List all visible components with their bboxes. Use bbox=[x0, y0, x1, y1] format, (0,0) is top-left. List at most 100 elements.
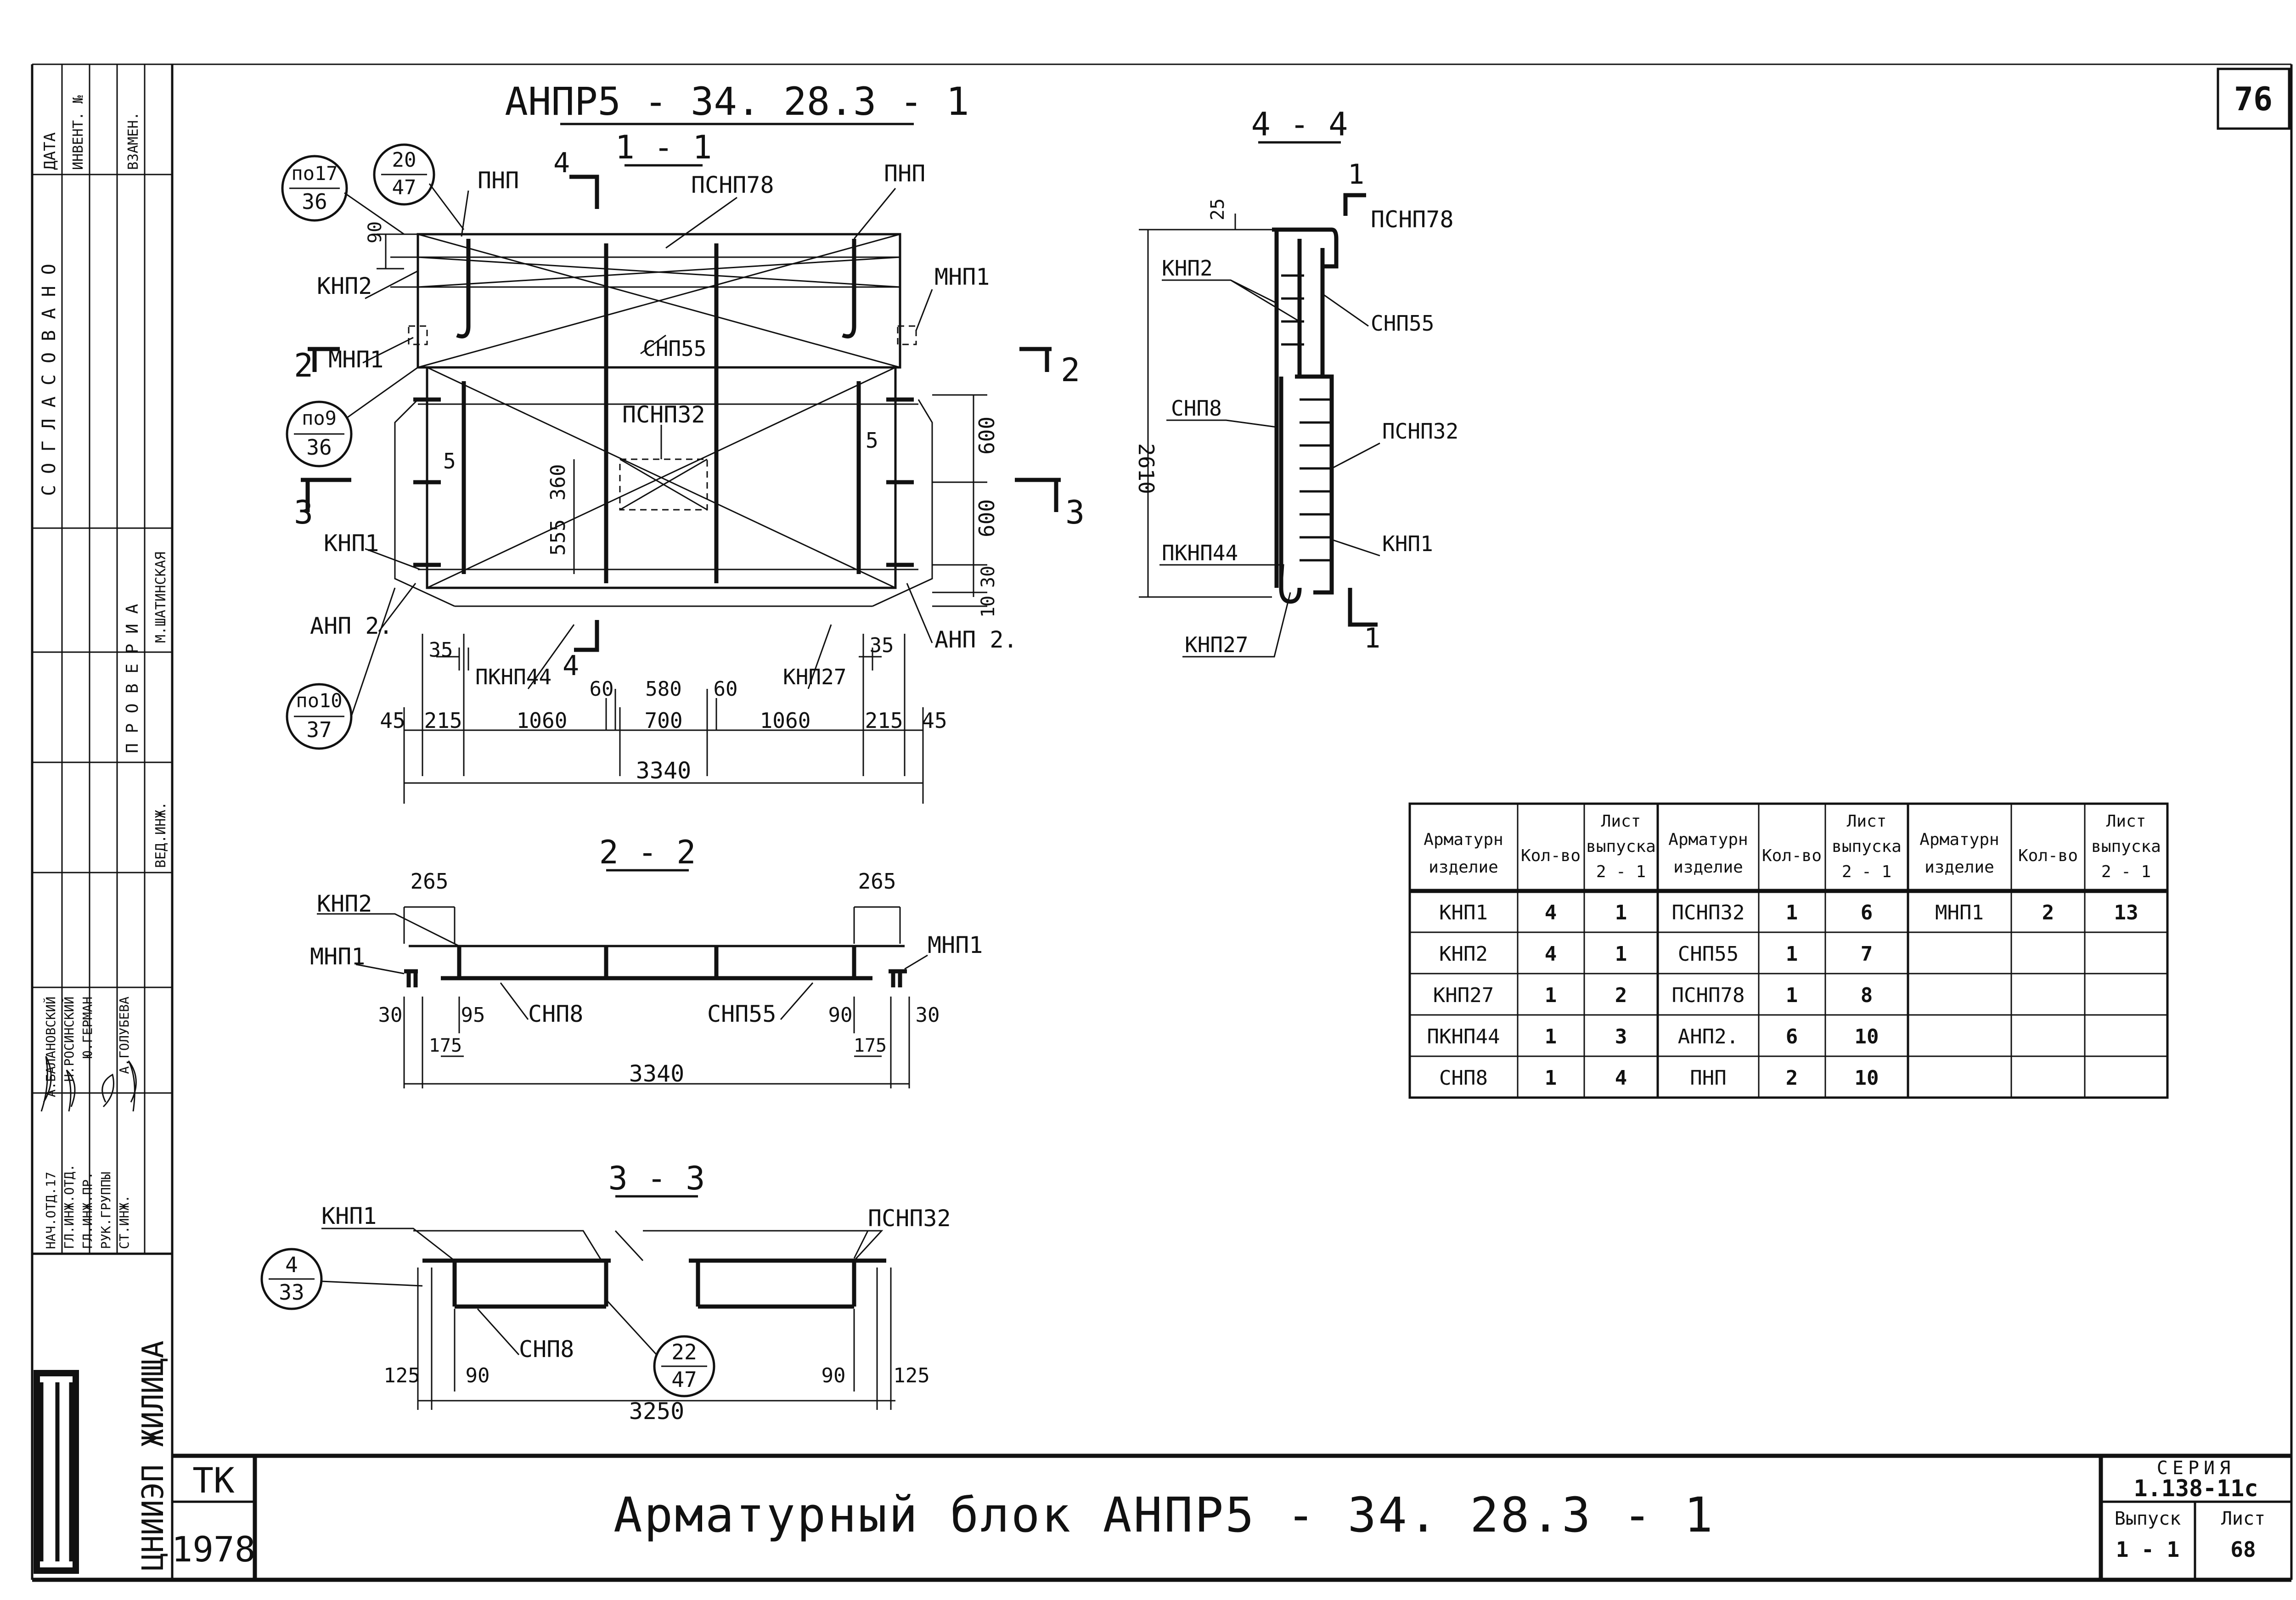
dim-265-right: 265 bbox=[858, 869, 896, 894]
svg-text:36: 36 bbox=[302, 189, 327, 214]
bubble-po17-36: по17 36 bbox=[281, 155, 405, 235]
view-4-4: 4 - 4 1 ПСНП78 1 2610 25 КНП2 СНП55 СНП8… bbox=[1134, 106, 1458, 658]
table-cell: КНП2 bbox=[1439, 942, 1488, 966]
dim-175-right-22: 175 bbox=[854, 1035, 887, 1056]
sheet-frame bbox=[31, 63, 2293, 1582]
table-cell: 10 bbox=[1855, 1066, 1879, 1090]
svg-text:47: 47 bbox=[392, 176, 416, 199]
date-label: ДАТА bbox=[41, 132, 59, 170]
bubble-20-47: 20 47 bbox=[373, 143, 465, 230]
label-snp8-22: СНП8 bbox=[528, 1001, 583, 1027]
label-pknp44: ПКНП44 bbox=[475, 665, 551, 689]
label-knp2-44: КНП2 bbox=[1162, 256, 1213, 281]
vypusk-label: Выпуск bbox=[2115, 1508, 2181, 1529]
label-psnp78: ПСНП78 bbox=[691, 172, 774, 198]
label-anp2-left: АНП 2. bbox=[310, 613, 393, 639]
table-cell: 1 bbox=[1545, 984, 1557, 1007]
table-cell: АНП2. bbox=[1678, 1025, 1739, 1048]
table-cell: 7 bbox=[1861, 942, 1873, 966]
seria-label: СЕРИЯ bbox=[2157, 1458, 2235, 1479]
svg-text:выпуска: выпуска bbox=[1586, 837, 1656, 856]
table-cell: 10 bbox=[1855, 1025, 1879, 1048]
svg-text:по10: по10 bbox=[296, 689, 342, 712]
section-4-4-title: 4 - 4 bbox=[1251, 106, 1348, 143]
svg-text:4: 4 bbox=[285, 1252, 298, 1277]
dim-left-90: 90 bbox=[365, 221, 386, 243]
svg-text:выпуска: выпуска bbox=[2091, 837, 2161, 856]
sheet-number-box: 76 bbox=[2217, 68, 2290, 130]
label-psnp32-44: ПСНП32 bbox=[1382, 419, 1458, 444]
bubble-22-47: 22 47 bbox=[605, 1299, 715, 1397]
label-snp8-33: СНП8 bbox=[519, 1336, 574, 1363]
table-cell: 4 bbox=[1615, 1066, 1627, 1090]
dim-1060-left: 1060 bbox=[517, 708, 568, 733]
label-knp27-44: КНП27 bbox=[1185, 632, 1248, 657]
view-1-1: АНПР5 - 34. 28.3 - 1 1 - 1 ПНП ПНП ПСНП7… bbox=[281, 79, 1085, 804]
dim-360: 360 bbox=[546, 464, 570, 501]
label-pnp-left: ПНП bbox=[478, 167, 519, 194]
table-cell: ПКНП44 bbox=[1427, 1025, 1500, 1048]
dim-215-left: 215 bbox=[424, 708, 462, 733]
table-cell: 1 bbox=[1615, 942, 1627, 966]
dim-25: 25 bbox=[1207, 198, 1228, 220]
soglasovano-label: С О Г Л А С О В А Н О bbox=[39, 264, 60, 496]
svg-text:Лист: Лист bbox=[2106, 812, 2146, 831]
name-2: Н.РОСИНСКИЙ bbox=[61, 997, 77, 1082]
dim-30-left-22: 30 bbox=[378, 1003, 403, 1027]
dim-3340-22: 3340 bbox=[629, 1060, 684, 1087]
table-cell: 1 bbox=[1545, 1025, 1557, 1048]
view-3-3: 3 - 3 КНП1 ПСНП32 СНП8 4 33 22 47 125 90… bbox=[260, 1160, 951, 1425]
svg-text:Кол-во: Кол-во bbox=[2018, 846, 2078, 865]
role-4: РУК.ГРУППЫ bbox=[98, 1172, 113, 1249]
dim-60-right: 60 bbox=[714, 677, 738, 701]
cut-4-bottom: 4 bbox=[563, 650, 579, 682]
bubble-4-33: 4 33 bbox=[260, 1248, 423, 1310]
section-2-2-title: 2 - 2 bbox=[599, 834, 696, 871]
shatinskaya-label: М.ШАТИНСКАЯ bbox=[153, 552, 169, 643]
dim-95-22: 95 bbox=[461, 1003, 485, 1027]
dim-580: 580 bbox=[645, 677, 681, 701]
table-cell: 1 bbox=[1786, 901, 1798, 924]
table-cell: ПСНП78 bbox=[1672, 984, 1745, 1007]
dim-35-left: 35 bbox=[429, 638, 453, 662]
main-title: Арматурный блок АНПР5 - 34. 28.3 - 1 bbox=[613, 1487, 1715, 1543]
dim-right-600a: 600 bbox=[974, 417, 999, 455]
dim-30-right-22: 30 bbox=[916, 1003, 940, 1027]
table-cell: СНП55 bbox=[1678, 942, 1739, 966]
label-snp8-44: СНП8 bbox=[1171, 396, 1222, 421]
dim-45-left: 45 bbox=[380, 708, 405, 733]
table-cell: 6 bbox=[1861, 901, 1873, 924]
dim-1060-right: 1060 bbox=[760, 708, 811, 733]
table-cell: КНП1 bbox=[1439, 901, 1488, 924]
svg-text:Арматурн: Арматурн bbox=[1668, 830, 1748, 849]
org-name: ЦНИИЭП ЖИЛИЩА bbox=[136, 1341, 170, 1571]
svg-text:изделие: изделие bbox=[1925, 858, 1994, 877]
svg-text:2 - 1: 2 - 1 bbox=[1842, 862, 1891, 881]
cut-2-left: 2 bbox=[294, 347, 313, 384]
dim-175-left-22: 175 bbox=[429, 1035, 462, 1056]
proveria-label: П Р О В Е Р И А bbox=[123, 604, 142, 753]
label-mnp1-right: МНП1 bbox=[934, 264, 990, 290]
svg-text:36: 36 bbox=[306, 435, 332, 460]
label-snp55-44: СНП55 bbox=[1371, 311, 1434, 336]
cut-3-left: 3 bbox=[294, 494, 313, 531]
table-cell: 4 bbox=[1545, 942, 1557, 966]
bubble-po10-37: по10 37 bbox=[286, 587, 396, 750]
dim-45-right: 45 bbox=[922, 708, 947, 733]
signatures bbox=[40, 1056, 137, 1112]
label-knp1-44: КНП1 bbox=[1382, 531, 1433, 556]
table-cell: 1 bbox=[1786, 942, 1798, 966]
view-2-2: 2 - 2 265 265 КНП2 МНП1 МНП1 СНП8 СНП55 … bbox=[310, 834, 983, 1088]
svg-text:37: 37 bbox=[306, 717, 332, 742]
label-5-left: 5 bbox=[443, 449, 456, 473]
tk-label: ТК bbox=[192, 1460, 235, 1501]
svg-text:Кол-во: Кол-во bbox=[1521, 846, 1581, 865]
svg-text:2 - 1: 2 - 1 bbox=[2101, 862, 2151, 881]
dim-555: 555 bbox=[546, 519, 570, 556]
label-anp2-right: АНП 2. bbox=[934, 626, 1018, 653]
label-knp2-22: КНП2 bbox=[317, 890, 372, 917]
left-title-strip: С О Г Л А С О В А Н О ДАТА ИНВЕНТ. № ВЗА… bbox=[32, 64, 172, 1574]
table-cell: МНП1 bbox=[1935, 901, 1984, 924]
